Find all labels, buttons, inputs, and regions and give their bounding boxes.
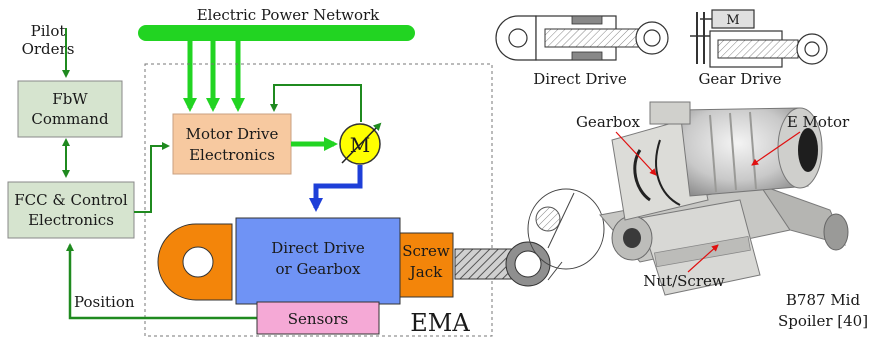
- b787-label: B787 Mid: [786, 291, 861, 309]
- ema-label: EMA: [410, 309, 470, 337]
- fcc-text: FCC & Control: [14, 191, 128, 209]
- power-network-bar: [138, 25, 415, 41]
- motor-drive-text: Electronics: [189, 146, 275, 164]
- direct-drive-schematic: [495, 15, 669, 61]
- screw-jack-text: Jack: [408, 263, 443, 281]
- motor-feedback-arrow: [270, 84, 362, 122]
- position-label: Position: [74, 293, 135, 311]
- fcc-to-motor-drive-arrow: [134, 142, 170, 213]
- screw-jack-text: Screw: [402, 242, 450, 260]
- power-network-label: Electric Power Network: [197, 6, 380, 24]
- sensors-text: Sensors: [288, 310, 348, 328]
- e-motor-label: E Motor: [787, 113, 850, 131]
- direct-drive-text: or Gearbox: [275, 260, 361, 278]
- motor-drive-text: Motor Drive: [186, 125, 279, 143]
- gearbox-pointer: [615, 131, 657, 176]
- fbw-command-text: Command: [31, 110, 109, 128]
- gear-drive-schematic: [690, 9, 828, 68]
- motor-to-actuator-arrow: [309, 165, 363, 212]
- zoom-line: [547, 261, 563, 281]
- position-feedback-arrow: [66, 243, 257, 320]
- e-motor-pointer: [751, 131, 801, 166]
- motor-drive-box: [172, 113, 292, 175]
- nut-screw-pointer: [687, 244, 719, 273]
- ema-boundary: [144, 63, 493, 337]
- zoom-pin: [535, 206, 561, 232]
- pilot-orders-label: Orders: [22, 40, 75, 58]
- screw-jack-box: [399, 232, 454, 298]
- gear-drive-caption: Gear Drive: [698, 70, 781, 88]
- fcc-box: [7, 181, 135, 239]
- gearbox-label: Gearbox: [576, 113, 641, 131]
- actuator-eye-hole: [182, 246, 214, 278]
- fbw-command-text: FbW: [52, 90, 88, 108]
- b787-actuator-photo: [599, 101, 849, 296]
- motor-variable-arrow: [341, 122, 382, 164]
- zoom-circle: [527, 188, 605, 270]
- direct-drive-text: Direct Drive: [271, 239, 365, 257]
- direct-drive-caption: Direct Drive: [533, 70, 627, 88]
- fcc-text: Electronics: [28, 211, 114, 229]
- zoom-line: [547, 192, 575, 249]
- nut-screw-label: Nut/Screw: [643, 272, 725, 290]
- fbw-command-box: [17, 80, 123, 138]
- b787-label: Spoiler [40]: [778, 312, 868, 330]
- rod-end-hole: [514, 250, 542, 278]
- sensors-box: [256, 301, 380, 335]
- direct-drive-box: [235, 217, 401, 305]
- gear-drive-motor-label: M: [726, 13, 739, 28]
- pilot-orders-label: Pilot: [31, 22, 66, 40]
